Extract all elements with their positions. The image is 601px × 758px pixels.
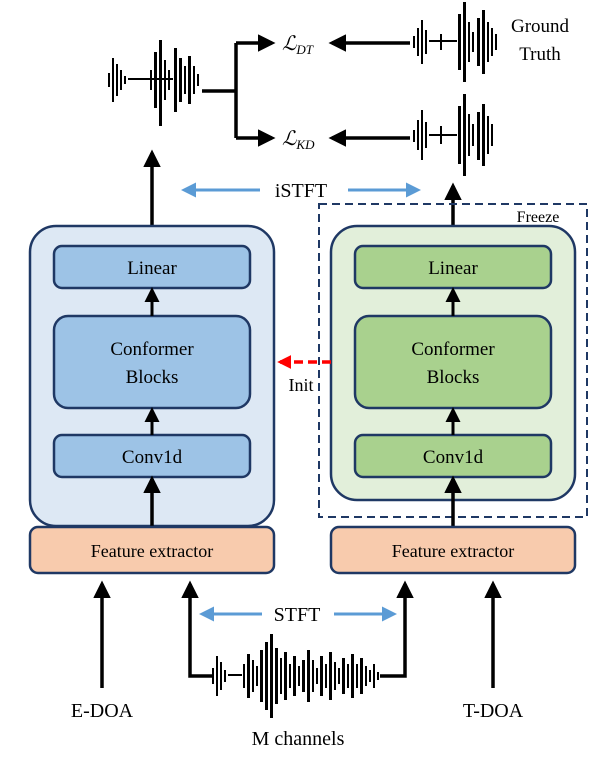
loss-branch-connector	[202, 34, 276, 147]
input-to-student-connector	[181, 580, 212, 678]
student-feature-extractor	[28, 525, 276, 575]
loss-kd-label: ℒKD	[282, 128, 315, 152]
student-conformer-label-line2: Blocks	[126, 367, 179, 388]
student-feature-extractor-label: Feature extractor	[91, 541, 213, 561]
student-conformer-block	[52, 314, 252, 410]
teacher-linear-label: Linear	[428, 258, 478, 279]
student-conv1d-label: Conv1d	[122, 447, 183, 468]
teacher-conformer-label-line1: Conformer	[411, 339, 495, 360]
teacher-output-waveform	[413, 94, 493, 176]
input-to-teacher-connector	[380, 580, 414, 678]
t-doa-label: T-DOA	[463, 700, 524, 722]
input-waveform	[212, 634, 379, 718]
teacher-conformer-block	[353, 314, 553, 410]
teacher-feature-extractor	[329, 525, 577, 575]
istft-label: iSTFT	[275, 180, 327, 202]
freeze-label: Freeze	[517, 209, 560, 226]
init-label: Init	[289, 375, 314, 395]
student-linear-label: Linear	[127, 258, 177, 279]
loss-dt-label: ℒDT	[282, 33, 314, 57]
ground-truth-label-line2: Truth	[519, 44, 561, 65]
teacher-conformer-label-line2: Blocks	[427, 367, 480, 388]
ground-truth-label-line1: Ground	[511, 16, 570, 37]
stft-label: STFT	[274, 604, 321, 626]
e-doa-label: E-DOA	[71, 700, 134, 722]
teacher-feature-extractor-label: Feature extractor	[392, 541, 514, 561]
output-waveform	[108, 40, 199, 126]
ground-truth-waveform	[413, 2, 497, 82]
m-channels-label: M channels	[252, 728, 345, 750]
student-conformer-label-line1: Conformer	[110, 339, 194, 360]
teacher-conv1d-label: Conv1d	[423, 447, 484, 468]
